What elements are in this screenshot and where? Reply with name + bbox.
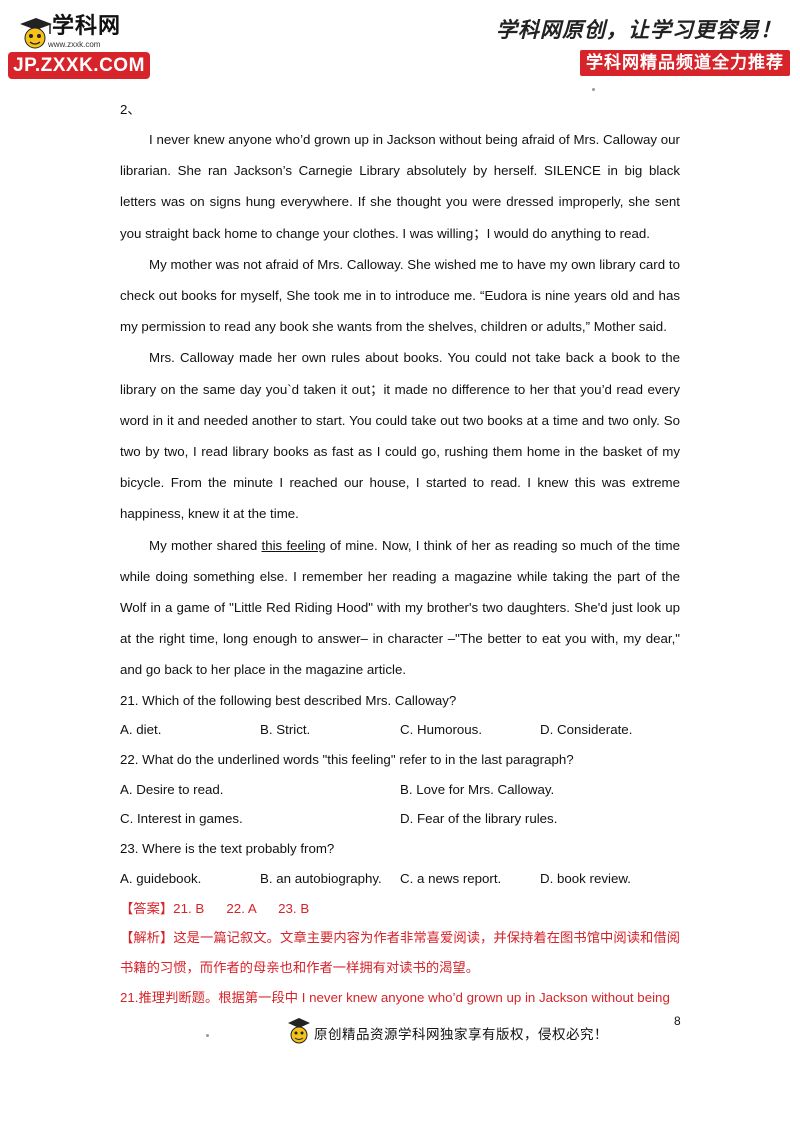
question-21: 21. Which of the following best describe… bbox=[120, 692, 457, 708]
mascot-icon bbox=[20, 18, 52, 49]
header-tagline: 学科网精品频道全力推荐 bbox=[580, 50, 790, 76]
page-number: 8 bbox=[674, 1014, 681, 1028]
answer-key: 【答案】21. B 22. A 23. B bbox=[120, 900, 310, 916]
document-body: 2、 I never knew anyone who’d grown up in… bbox=[120, 100, 680, 1012]
paragraph-2: My mother was not afraid of Mrs. Callowa… bbox=[120, 256, 680, 335]
question-22: 22. What do the underlined words "this f… bbox=[120, 752, 574, 768]
paragraph-4: My mother shared this feeling of mine. N… bbox=[120, 530, 680, 686]
option: D. Considerate. bbox=[540, 722, 633, 738]
option: A. guidebook. bbox=[120, 870, 202, 886]
copyright-notice: 原创精品资源学科网独家享有版权，侵权必究！ bbox=[314, 1027, 608, 1042]
option: B. Strict. bbox=[260, 722, 311, 738]
option: C. Humorous. bbox=[400, 722, 483, 738]
option: C. Interest in games. bbox=[120, 811, 243, 827]
underlined-phrase: this feeling bbox=[261, 537, 326, 553]
paragraph-1: I never knew anyone who’d grown up in Ja… bbox=[120, 132, 680, 241]
paragraph-3: Mrs. Calloway made her own rules about b… bbox=[120, 350, 680, 522]
option: A. diet. bbox=[120, 722, 162, 738]
option: D. book review. bbox=[540, 870, 631, 886]
header-slogan: 学科网原创，让学习更容易！ bbox=[496, 17, 782, 42]
option: B. an autobiography. bbox=[260, 870, 382, 886]
passage-number: 2、 bbox=[120, 102, 141, 117]
paragraph-4-rest: of mine. Now, I think of her as reading … bbox=[120, 537, 680, 678]
option: B. Love for Mrs. Calloway. bbox=[400, 781, 555, 797]
page-header: 学科网 www.zxxk.com JP.ZXXK.COM 学科网原创，让学习更容… bbox=[0, 0, 800, 100]
decor-dot bbox=[206, 1034, 209, 1037]
analysis: 【解析】这是一篇记叙文。文章主要内容为作者非常喜爱阅读，并保持着在图书馆中阅读和… bbox=[120, 930, 680, 975]
question-21-options: A. diet. B. Strict. C. Humorous. D. Cons… bbox=[120, 715, 680, 745]
question-22-options-row2: C. Interest in games. D. Fear of the lib… bbox=[120, 804, 680, 834]
analysis-q21: 21.推理判断题。根据第一段中 I never knew anyone who’… bbox=[120, 989, 670, 1005]
question-23: 23. Where is the text probably from? bbox=[120, 841, 335, 857]
option: D. Fear of the library rules. bbox=[400, 811, 558, 827]
question-23-options: A. guidebook. B. an autobiography. C. a … bbox=[120, 864, 680, 894]
logo-url: www.zxxk.com bbox=[48, 40, 101, 49]
site-badge[interactable]: JP.ZXXK.COM bbox=[8, 52, 150, 79]
option: C. a news report. bbox=[400, 870, 502, 886]
decor-dot bbox=[592, 88, 595, 91]
logo-text: 学科网 bbox=[52, 13, 122, 38]
question-22-options-row1: A. Desire to read. B. Love for Mrs. Call… bbox=[120, 775, 680, 805]
footer-mascot-icon bbox=[288, 1018, 310, 1044]
option: A. Desire to read. bbox=[120, 781, 224, 797]
paragraph-4-start: My mother shared bbox=[149, 537, 262, 553]
